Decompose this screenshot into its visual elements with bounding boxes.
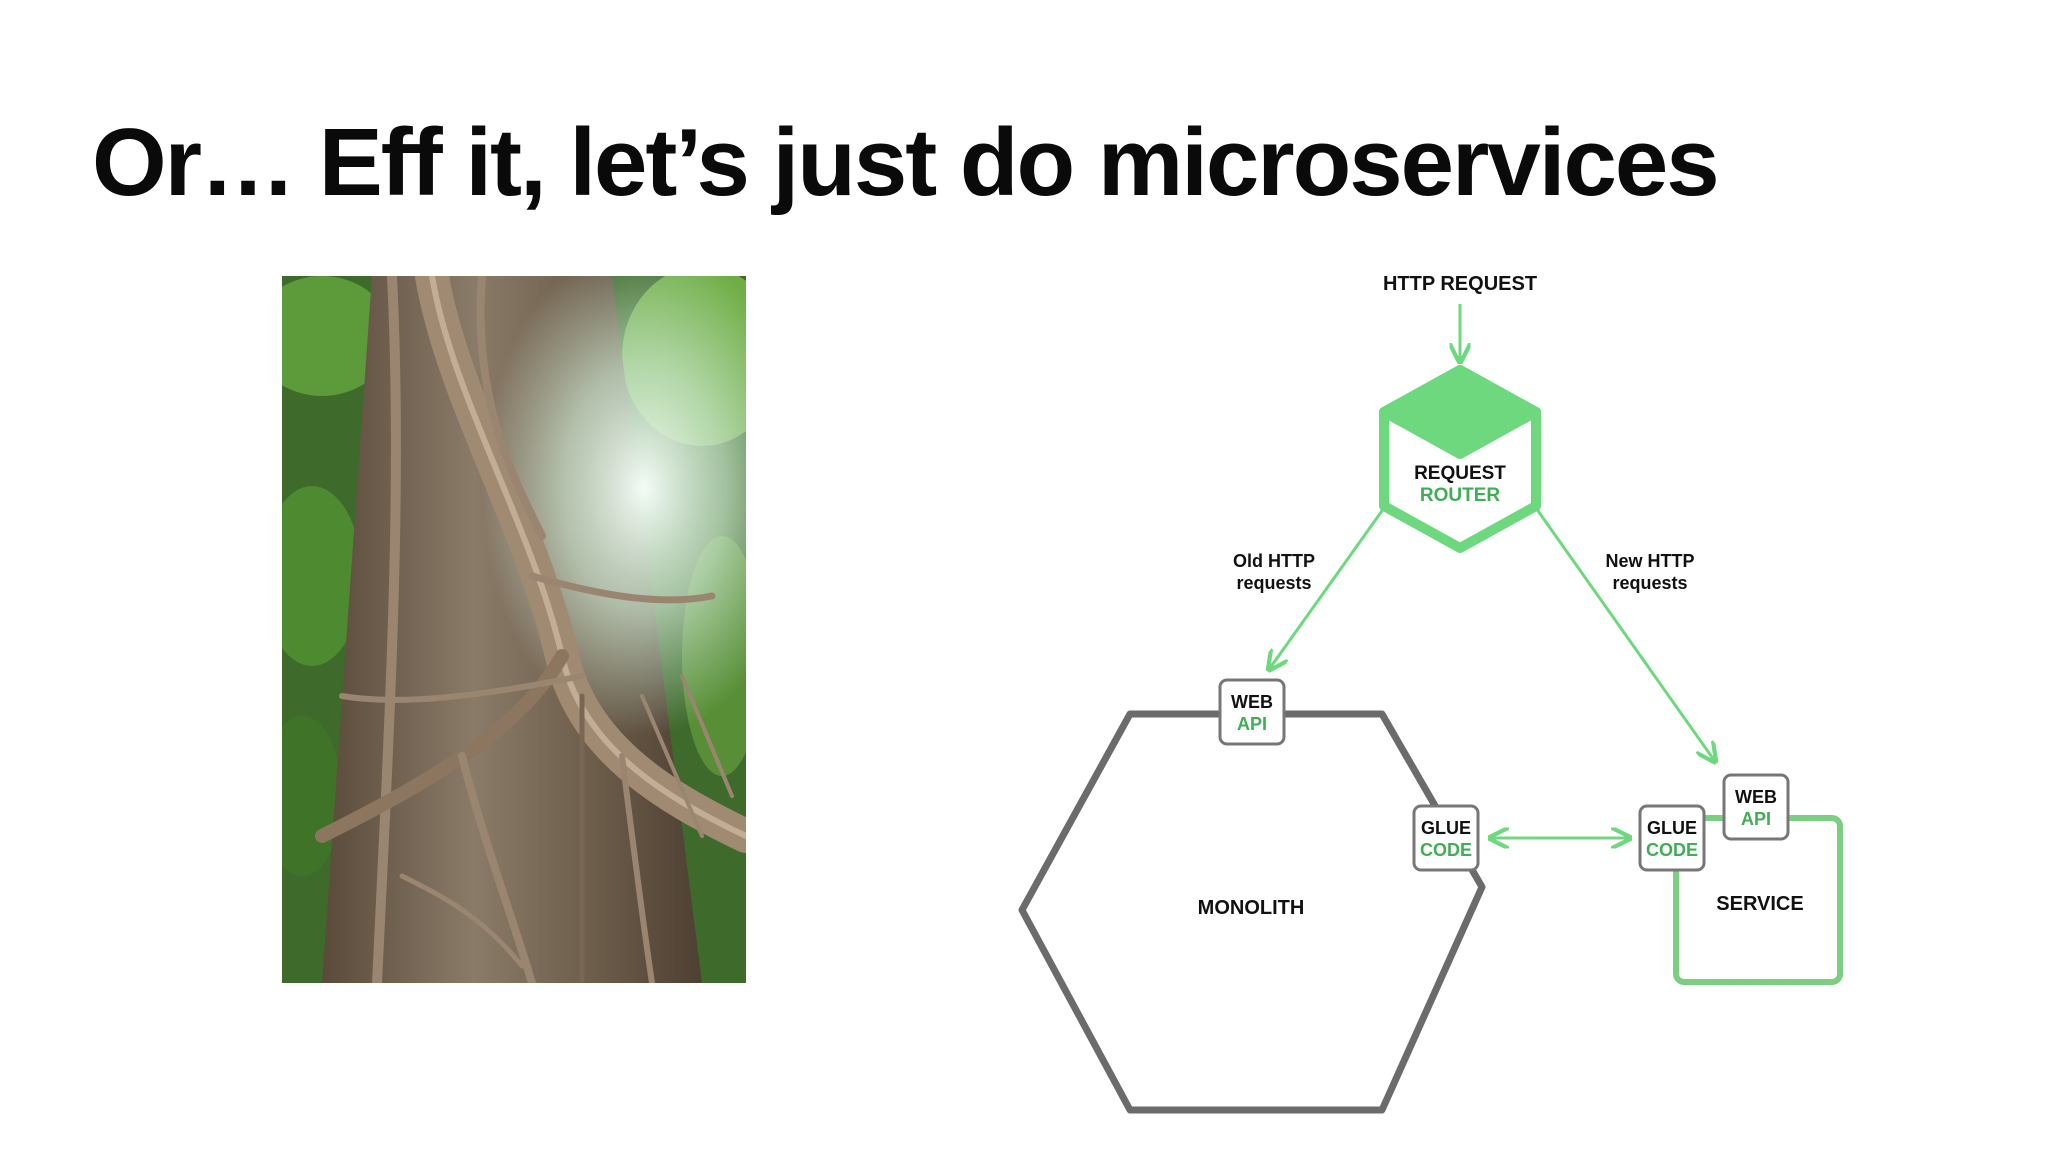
monolith-glue-code-badge: GLUE CODE	[1412, 804, 1480, 872]
old-requests-arrow	[1270, 507, 1386, 668]
old-requests-label-line1: Old HTTP	[1233, 551, 1315, 571]
monolith: MONOLITH	[1018, 710, 1486, 1114]
monolith-label: MONOLITH	[1198, 897, 1305, 919]
old-requests-label-line2: requests	[1236, 573, 1311, 593]
request-router: REQUEST ROUTER	[1379, 365, 1541, 553]
service-web-api-badge: WEB API	[1722, 773, 1790, 841]
microservices-diagram: HTTP REQUEST REQUEST ROUTER Old HTTP req…	[1018, 273, 1843, 1114]
monolith-web-api-line2: API	[1237, 714, 1267, 734]
http-request-label: HTTP REQUEST	[1383, 273, 1537, 295]
monolith-web-api-line1: WEB	[1231, 692, 1273, 712]
monolith-web-api-badge: WEB API	[1218, 678, 1286, 746]
service-glue-code-badge: GLUE CODE	[1638, 804, 1706, 872]
new-requests-arrow	[1534, 507, 1714, 760]
monolith-glue-code-line2: CODE	[1420, 840, 1472, 860]
router-label-line2: ROUTER	[1420, 485, 1501, 506]
monolith-glue-code-line1: GLUE	[1421, 818, 1471, 838]
service-label: SERVICE	[1716, 893, 1803, 915]
router-label-line1: REQUEST	[1414, 463, 1506, 484]
service-web-api-line2: API	[1741, 809, 1771, 829]
slide-title: Or… Eff it, let’s just do microservices	[92, 109, 1720, 216]
service-glue-code-line2: CODE	[1646, 840, 1698, 860]
service-glue-code-line1: GLUE	[1647, 818, 1697, 838]
strangler-fig-photo	[282, 276, 746, 983]
new-requests-label-line1: New HTTP	[1605, 551, 1694, 571]
fig-roots	[315, 276, 746, 983]
new-requests-label-line2: requests	[1612, 573, 1687, 593]
service-web-api-line1: WEB	[1735, 787, 1777, 807]
